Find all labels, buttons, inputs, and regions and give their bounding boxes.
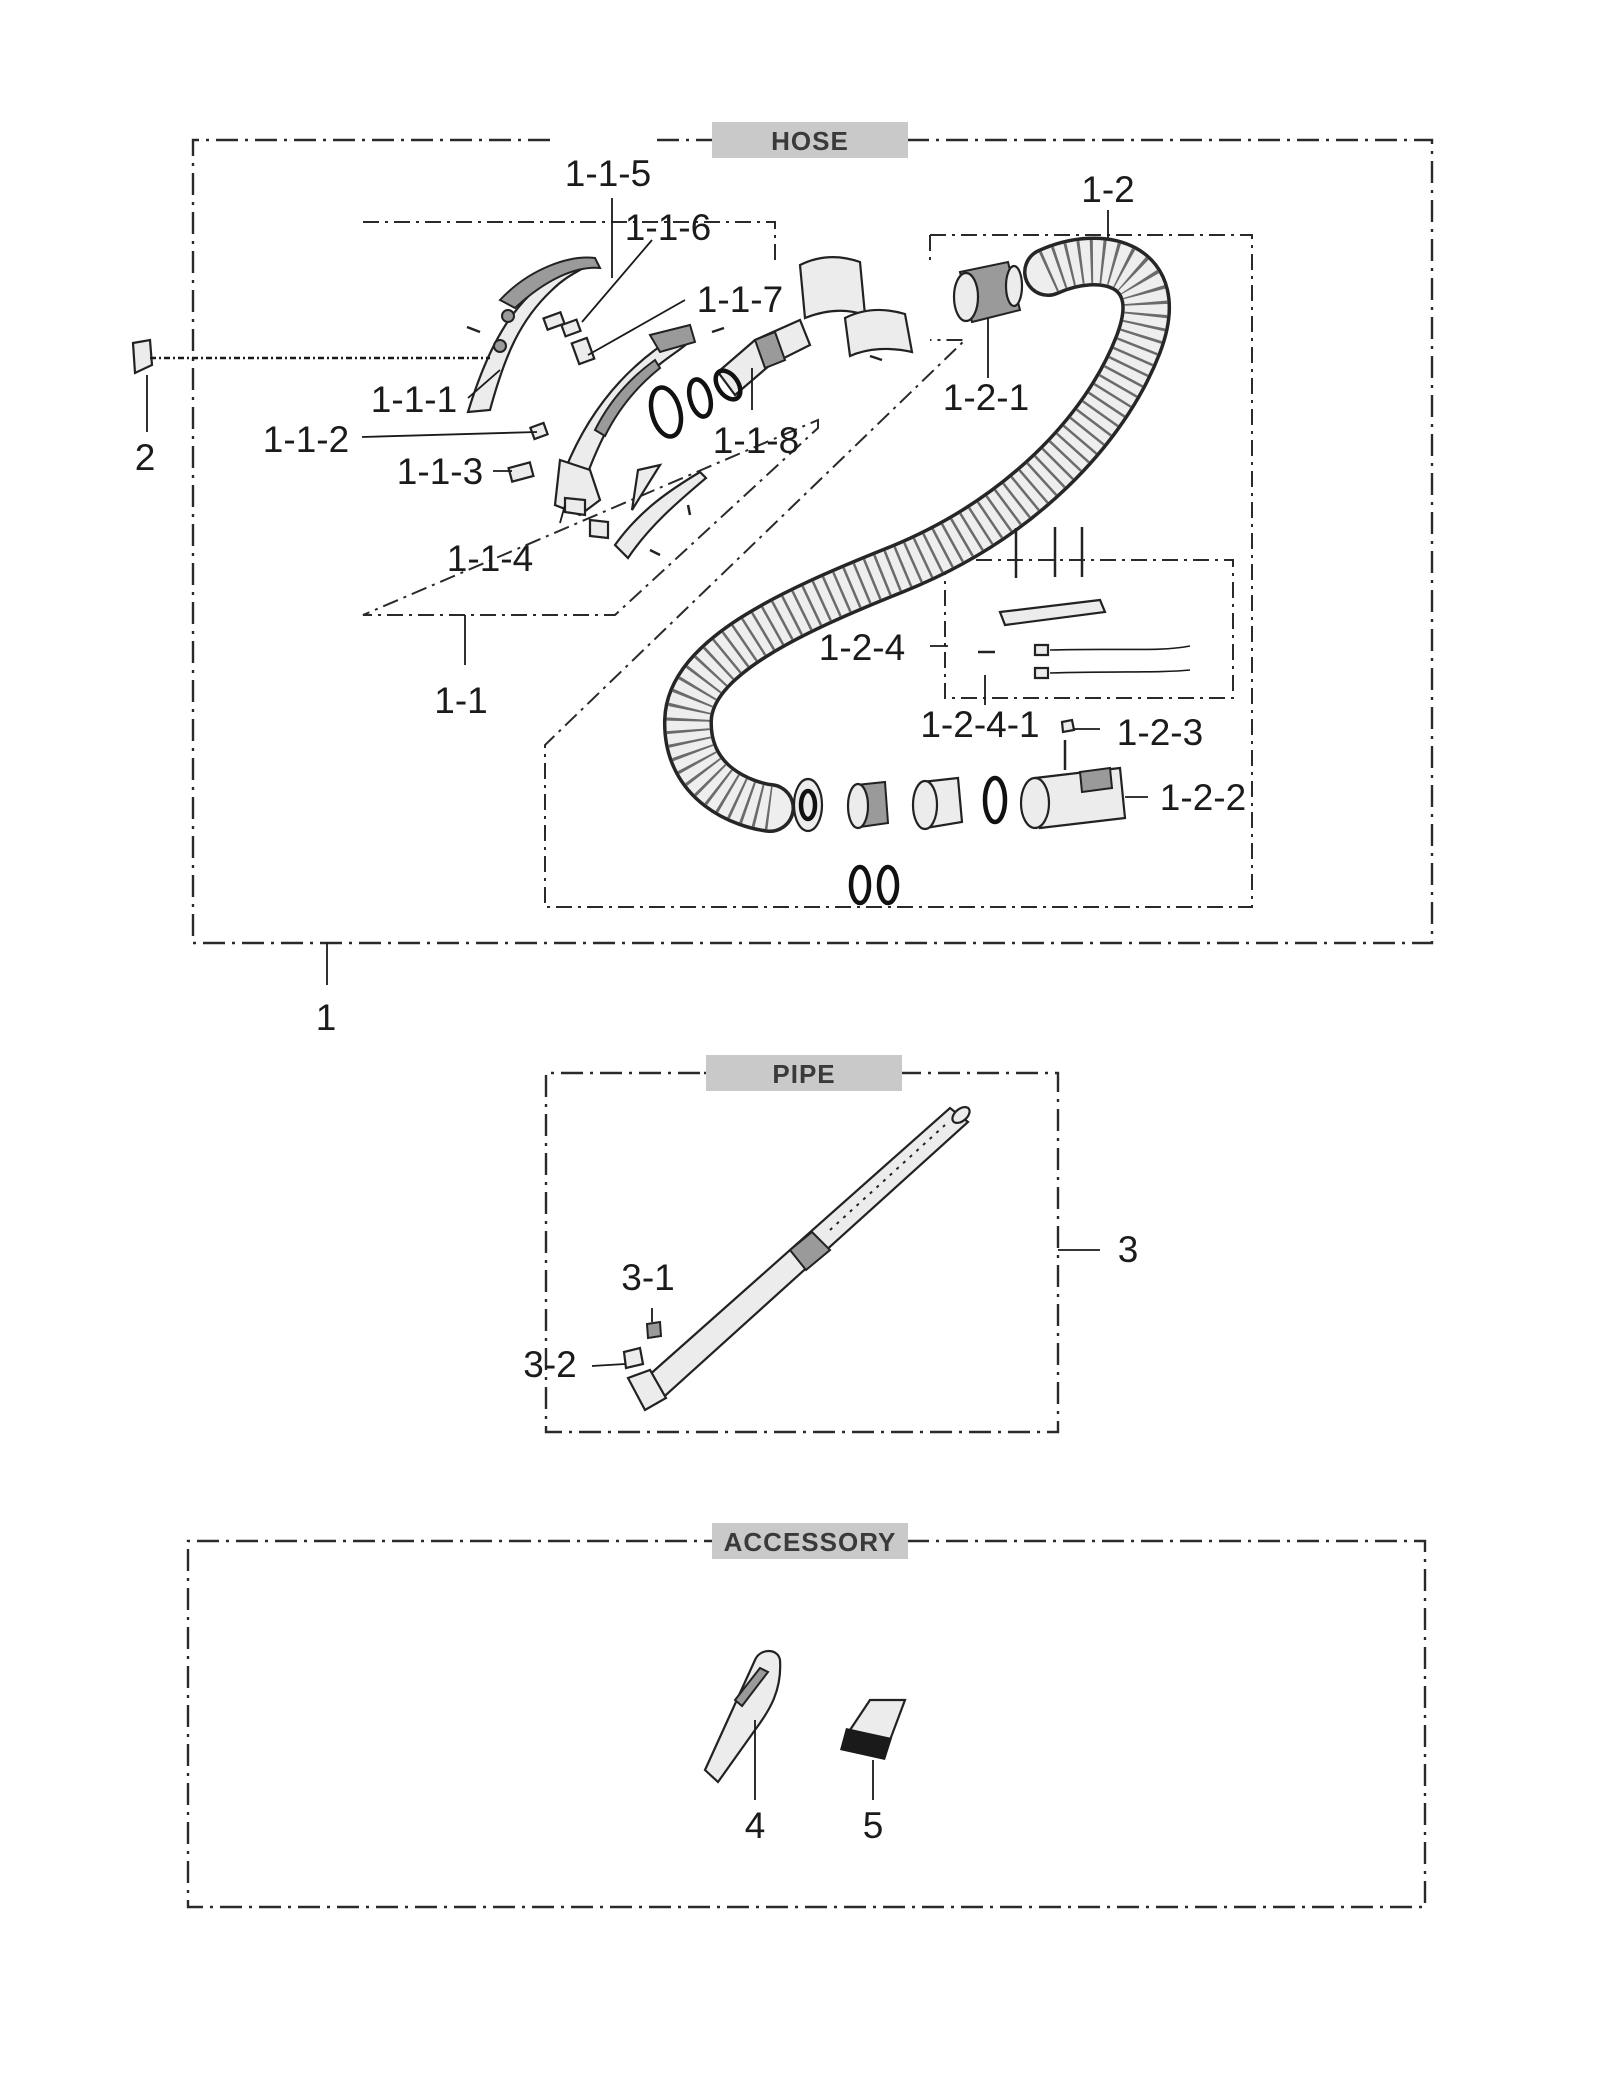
label-4: 4 — [745, 1805, 766, 1846]
label-1-1-2: 1-1-2 — [263, 419, 349, 460]
label-1-2-4-1: 1-2-4-1 — [920, 704, 1039, 745]
label-1-2-4: 1-2-4 — [819, 627, 905, 668]
dusting-brush-part — [840, 1698, 907, 1760]
label-1-2-2: 1-2-2 — [1160, 777, 1246, 818]
label-3: 3 — [1118, 1229, 1139, 1270]
leader-line — [467, 369, 501, 399]
accessory-section: ACCESSORY 4 5 — [186, 1523, 1427, 1909]
swivel-joint-part — [713, 318, 812, 402]
label-1-1-5: 1-1-5 — [565, 153, 651, 194]
label-1-1-3: 1-1-3 — [397, 451, 483, 492]
accessory-title-background — [712, 1523, 908, 1559]
switch-detail-frame — [944, 559, 1234, 699]
label-1-1-1: 1-1-1 — [371, 379, 457, 420]
label-3-1: 3-1 — [621, 1257, 674, 1298]
leader-line — [361, 431, 538, 438]
hose-clip-part — [131, 338, 154, 375]
hose-title-background — [712, 122, 908, 158]
crevice-tool-part — [703, 1649, 782, 1784]
label-1-1: 1-1 — [434, 680, 487, 721]
leader-line — [591, 1363, 626, 1367]
label-1-2-3: 1-2-3 — [1117, 712, 1203, 753]
leader-line — [587, 299, 686, 356]
cuff-halves-part — [798, 256, 914, 362]
label-2: 2 — [135, 437, 156, 478]
button-parts — [507, 310, 610, 540]
grip-lever-part — [613, 463, 708, 560]
handle-upper-cover-part — [466, 256, 602, 414]
telescopic-pipe-part — [626, 1105, 971, 1412]
o-ring-part — [648, 385, 684, 439]
hose-assembly-frame — [544, 234, 1253, 908]
pipe-button-part — [645, 1320, 663, 1340]
screw-part — [466, 325, 481, 334]
label-1-1-7: 1-1-7 — [697, 279, 783, 320]
label-3-2: 3-2 — [523, 1344, 576, 1385]
o-ring-part — [686, 377, 714, 419]
leader-line — [581, 239, 653, 323]
accessory-title: ACCESSORY — [724, 1527, 897, 1557]
hose-section: HOSE — [131, 122, 1434, 1038]
hose-title: HOSE — [771, 126, 849, 156]
hose-connector-part — [952, 260, 1024, 324]
switch-assembly-part — [978, 527, 1191, 680]
pipe-section: PIPE 3-1 3-2 3 — [523, 1055, 1139, 1434]
label-1-2: 1-2 — [1081, 169, 1134, 210]
accessory-section-frame — [186, 1539, 1427, 1909]
label-1-1-4: 1-1-4 — [447, 538, 533, 579]
hose-section-frame — [191, 138, 1434, 945]
pipe-section-frame — [544, 1071, 1060, 1434]
screw-part — [711, 326, 725, 334]
label-1-2-1: 1-2-1 — [943, 377, 1029, 418]
flexible-hose-part — [663, 236, 1171, 833]
label-5: 5 — [863, 1805, 884, 1846]
handle-assembly-frame — [362, 221, 819, 616]
handle-main-body-part — [553, 323, 697, 517]
label-1-1-8: 1-1-8 — [713, 420, 799, 461]
label-1: 1 — [316, 997, 337, 1038]
pipe-spring-part — [622, 1346, 645, 1370]
label-1-1-6: 1-1-6 — [625, 207, 711, 248]
hose-end-fittings-part — [792, 766, 1127, 906]
spring-part — [1060, 718, 1076, 734]
pipe-title: PIPE — [772, 1059, 835, 1089]
pipe-title-background — [706, 1055, 902, 1091]
leader-line — [559, 504, 566, 524]
